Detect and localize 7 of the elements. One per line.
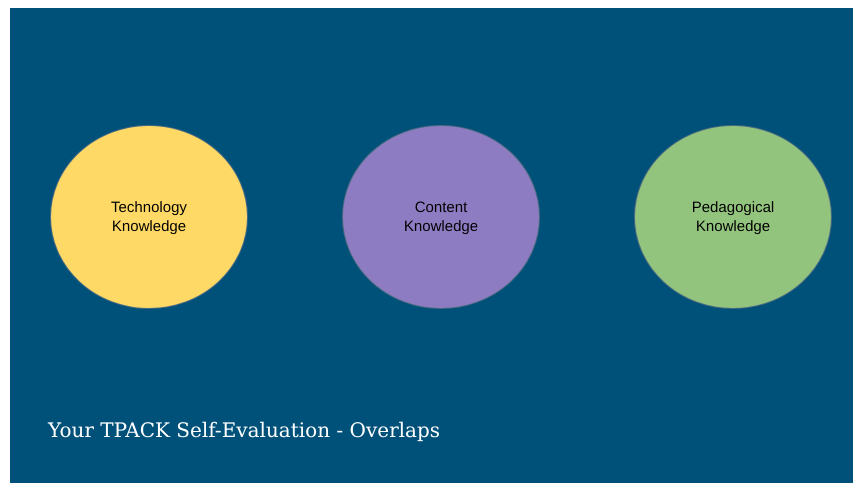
circle-label: Content Knowledge (402, 198, 480, 236)
circle-label: Technology Knowledge (110, 198, 188, 236)
knowledge-circle (342, 125, 540, 309)
slide-title: Your TPACK Self-Evaluation - Overlaps (48, 418, 440, 442)
knowledge-circle (634, 125, 832, 309)
knowledge-circle (50, 125, 248, 309)
circle-label: Pedagogical Knowledge (690, 198, 776, 236)
